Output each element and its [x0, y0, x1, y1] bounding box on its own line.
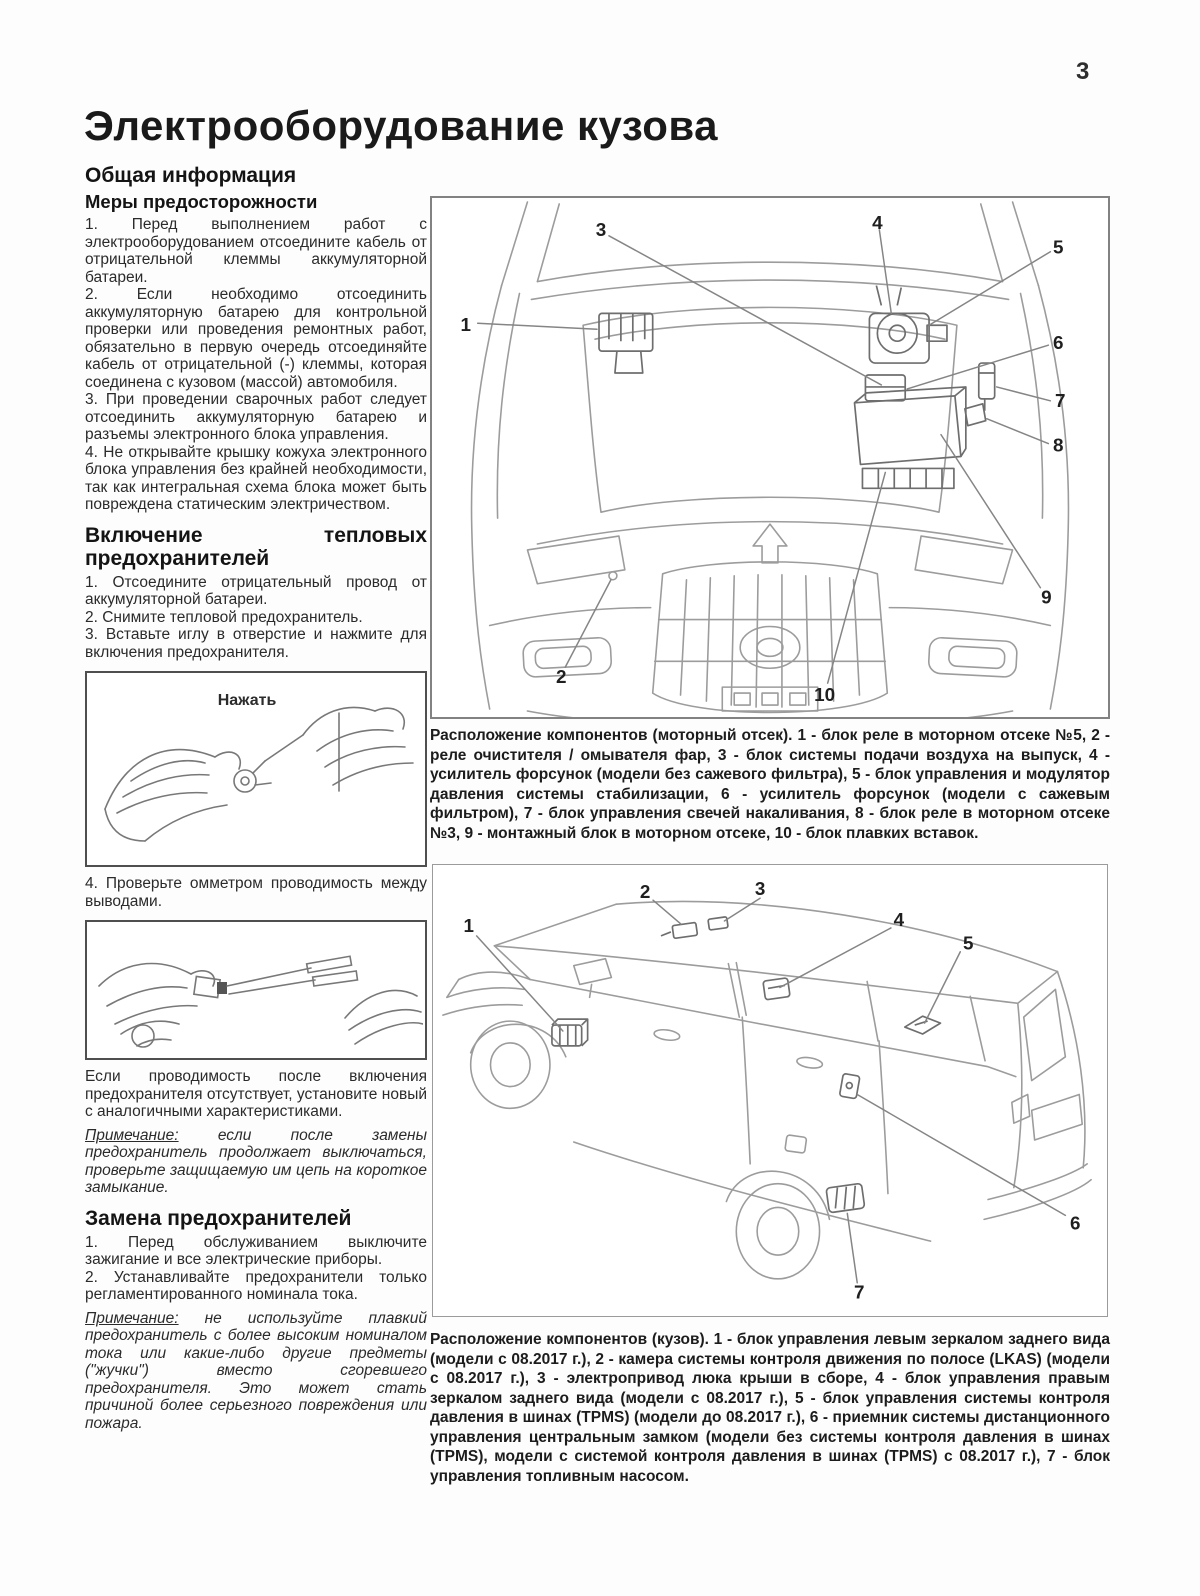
- page-number: 3: [1076, 58, 1090, 85]
- callout-3: 3: [755, 878, 765, 899]
- engine-bay-components: [598, 285, 996, 490]
- body-diagram: 1 2 3 4 5 6 7: [432, 864, 1108, 1317]
- note-fuse-rating: Примечание: не используйте плавкий предо…: [85, 1310, 427, 1433]
- callout-leader-lines: [475, 897, 1067, 1284]
- heading-precautions: Меры предосторожности: [85, 191, 318, 212]
- callout-7: 7: [854, 1282, 864, 1303]
- step-check-ohmmeter: 4. Проверьте омметром проводимость между…: [85, 875, 427, 910]
- note-text: если после замены предохранитель продолж…: [85, 1126, 427, 1197]
- callout-6: 6: [1070, 1212, 1080, 1233]
- engine-bay-drawing: 1 2 3 4 5 6 7 8 9 10: [461, 201, 1070, 717]
- fuse-step: 1. Перед обслуживанием выключите зажиган…: [85, 1233, 427, 1269]
- precaution-item: 4. Не открывайте крышку кожуха электронн…: [85, 443, 427, 514]
- conductivity-illustration: [98, 955, 423, 1048]
- left-text-column: Общая информация Меры предосторожности 1…: [85, 164, 427, 1432]
- callout-10: 10: [814, 685, 835, 706]
- callout-3: 3: [596, 220, 607, 241]
- heading-fuse-replacement: Замена предохранителей: [85, 1206, 352, 1230]
- figure-check-conductivity: [85, 920, 427, 1060]
- callout-2: 2: [556, 667, 567, 688]
- thermal-step: 1. Отсоедините отрицательный провод от а…: [85, 573, 427, 609]
- figure-press-fuse: Нажать: [85, 671, 427, 867]
- note-label: Примечание:: [85, 1309, 179, 1327]
- thermal-step: 2. Снимите тепловой предохранитель.: [85, 608, 363, 626]
- car-front-outline: [470, 201, 1070, 717]
- callout-7: 7: [1055, 391, 1066, 412]
- callout-numbers: 1 2 3 4 5 6 7 8 9 10: [461, 213, 1066, 706]
- heading-general-info: Общая информация: [85, 164, 297, 187]
- precaution-item: 2. Если необходимо отсоединить аккумулят…: [85, 286, 427, 391]
- heading-thermal-fuses: Включение тепловых предохранителей: [85, 523, 427, 570]
- press-label: Нажать: [218, 692, 277, 709]
- body-components: [551, 916, 942, 1214]
- hands-sketch: [98, 955, 423, 1048]
- hands-sketch: [104, 706, 414, 842]
- engine-bay-diagram: 1 2 3 4 5 6 7 8 9 10: [430, 196, 1110, 719]
- note-label: Примечание:: [85, 1126, 179, 1144]
- press-fuse-illustration: Нажать: [104, 692, 414, 842]
- precaution-item: 3. При проведении сварочных работ следуе…: [85, 391, 427, 443]
- note-text: не используйте плавкий предохранитель с …: [85, 1309, 427, 1432]
- car-body-outline: [442, 900, 1092, 1280]
- callout-5: 5: [963, 933, 973, 954]
- callout-4: 4: [894, 909, 905, 930]
- page-title: Электрооборудование кузова: [84, 102, 718, 149]
- note-fuse-circuit: Примечание: если после замены предохрани…: [85, 1127, 427, 1197]
- precaution-item: 1. Перед выполнением работ с электрообор…: [85, 216, 427, 286]
- callout-leader-lines: [476, 229, 1052, 684]
- thermal-step: 3. Вставьте иглу в отверстие и нажмите д…: [85, 626, 427, 661]
- callout-8: 8: [1053, 436, 1064, 457]
- callout-1: 1: [461, 315, 472, 336]
- conductivity-paragraph: Если проводимость после включения предох…: [85, 1068, 427, 1120]
- callout-6: 6: [1053, 333, 1064, 354]
- body-drawing: 1 2 3 4 5 6 7: [442, 878, 1092, 1303]
- callout-numbers: 1 2 3 4 5 6 7: [463, 878, 1080, 1302]
- callout-1: 1: [463, 915, 473, 936]
- engine-bay-caption: Расположение компонентов (моторный отсек…: [430, 727, 1110, 842]
- fuse-step: 2. Устанавливайте предохранители только …: [85, 1268, 427, 1304]
- callout-9: 9: [1041, 588, 1052, 609]
- callout-5: 5: [1053, 238, 1064, 259]
- callout-4: 4: [872, 213, 883, 234]
- body-caption: Расположение компонентов (кузов). 1 - бл…: [430, 1331, 1110, 1485]
- callout-2: 2: [640, 881, 650, 902]
